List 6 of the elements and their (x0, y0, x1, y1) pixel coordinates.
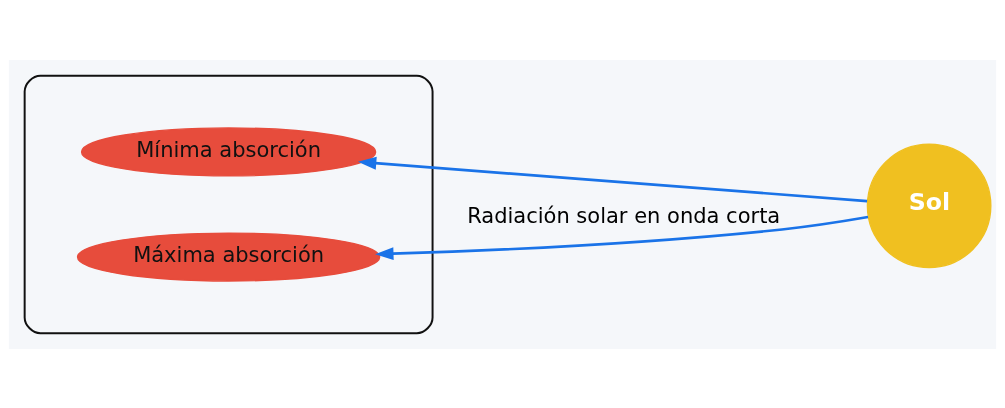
arrow (375, 215, 869, 260)
arrow (357, 156, 868, 202)
node-ellipse: Máxima absorción (76, 231, 381, 282)
cluster (23, 74, 434, 334)
node-circle: Sol (866, 142, 992, 268)
edge-label: Radiación solar en onda corta (467, 202, 781, 228)
